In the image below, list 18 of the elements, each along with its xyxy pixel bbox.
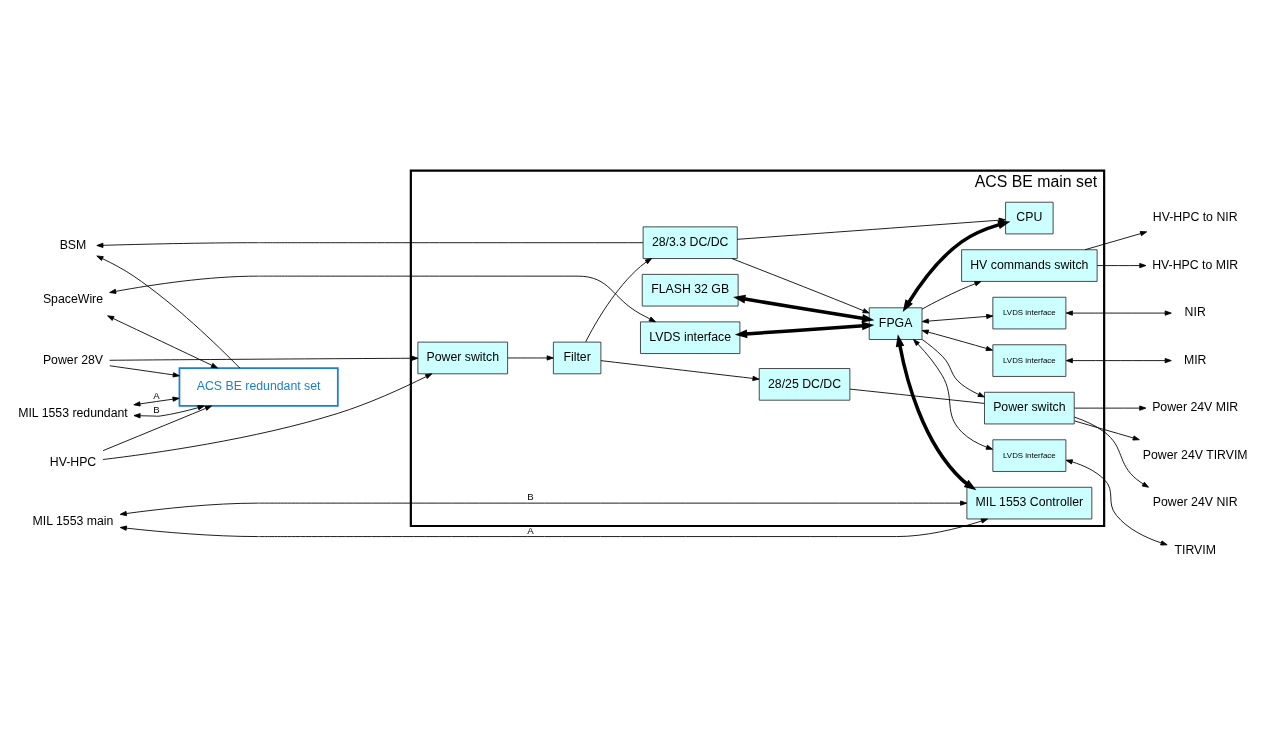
node-text: BSM <box>59 237 87 252</box>
node-text: MIR <box>1183 352 1207 367</box>
edge-label: A <box>527 524 534 536</box>
node-text: HV-HPC to MIR <box>1152 257 1239 272</box>
node-text: TIRVIM <box>1174 542 1216 557</box>
node-text: Power 28V <box>42 352 104 367</box>
node-text: HV-HPC <box>49 454 97 469</box>
node-text: MIL 1553 redundant <box>18 405 128 420</box>
edge-label: A <box>153 389 160 401</box>
node-text: SpaceWire <box>42 291 104 306</box>
node-text: Power 24V MIR <box>1152 399 1239 414</box>
node-text: Power 24V NIR <box>1152 494 1238 509</box>
node-text: HV-HPC to NIR <box>1152 209 1238 224</box>
edge-label: B <box>153 403 160 415</box>
node-text: MIL 1553 main <box>32 513 114 528</box>
edge-label: B <box>527 490 534 502</box>
node-text: Power 24V TIRVIM <box>1142 447 1248 462</box>
node-text: NIR <box>1184 304 1206 319</box>
